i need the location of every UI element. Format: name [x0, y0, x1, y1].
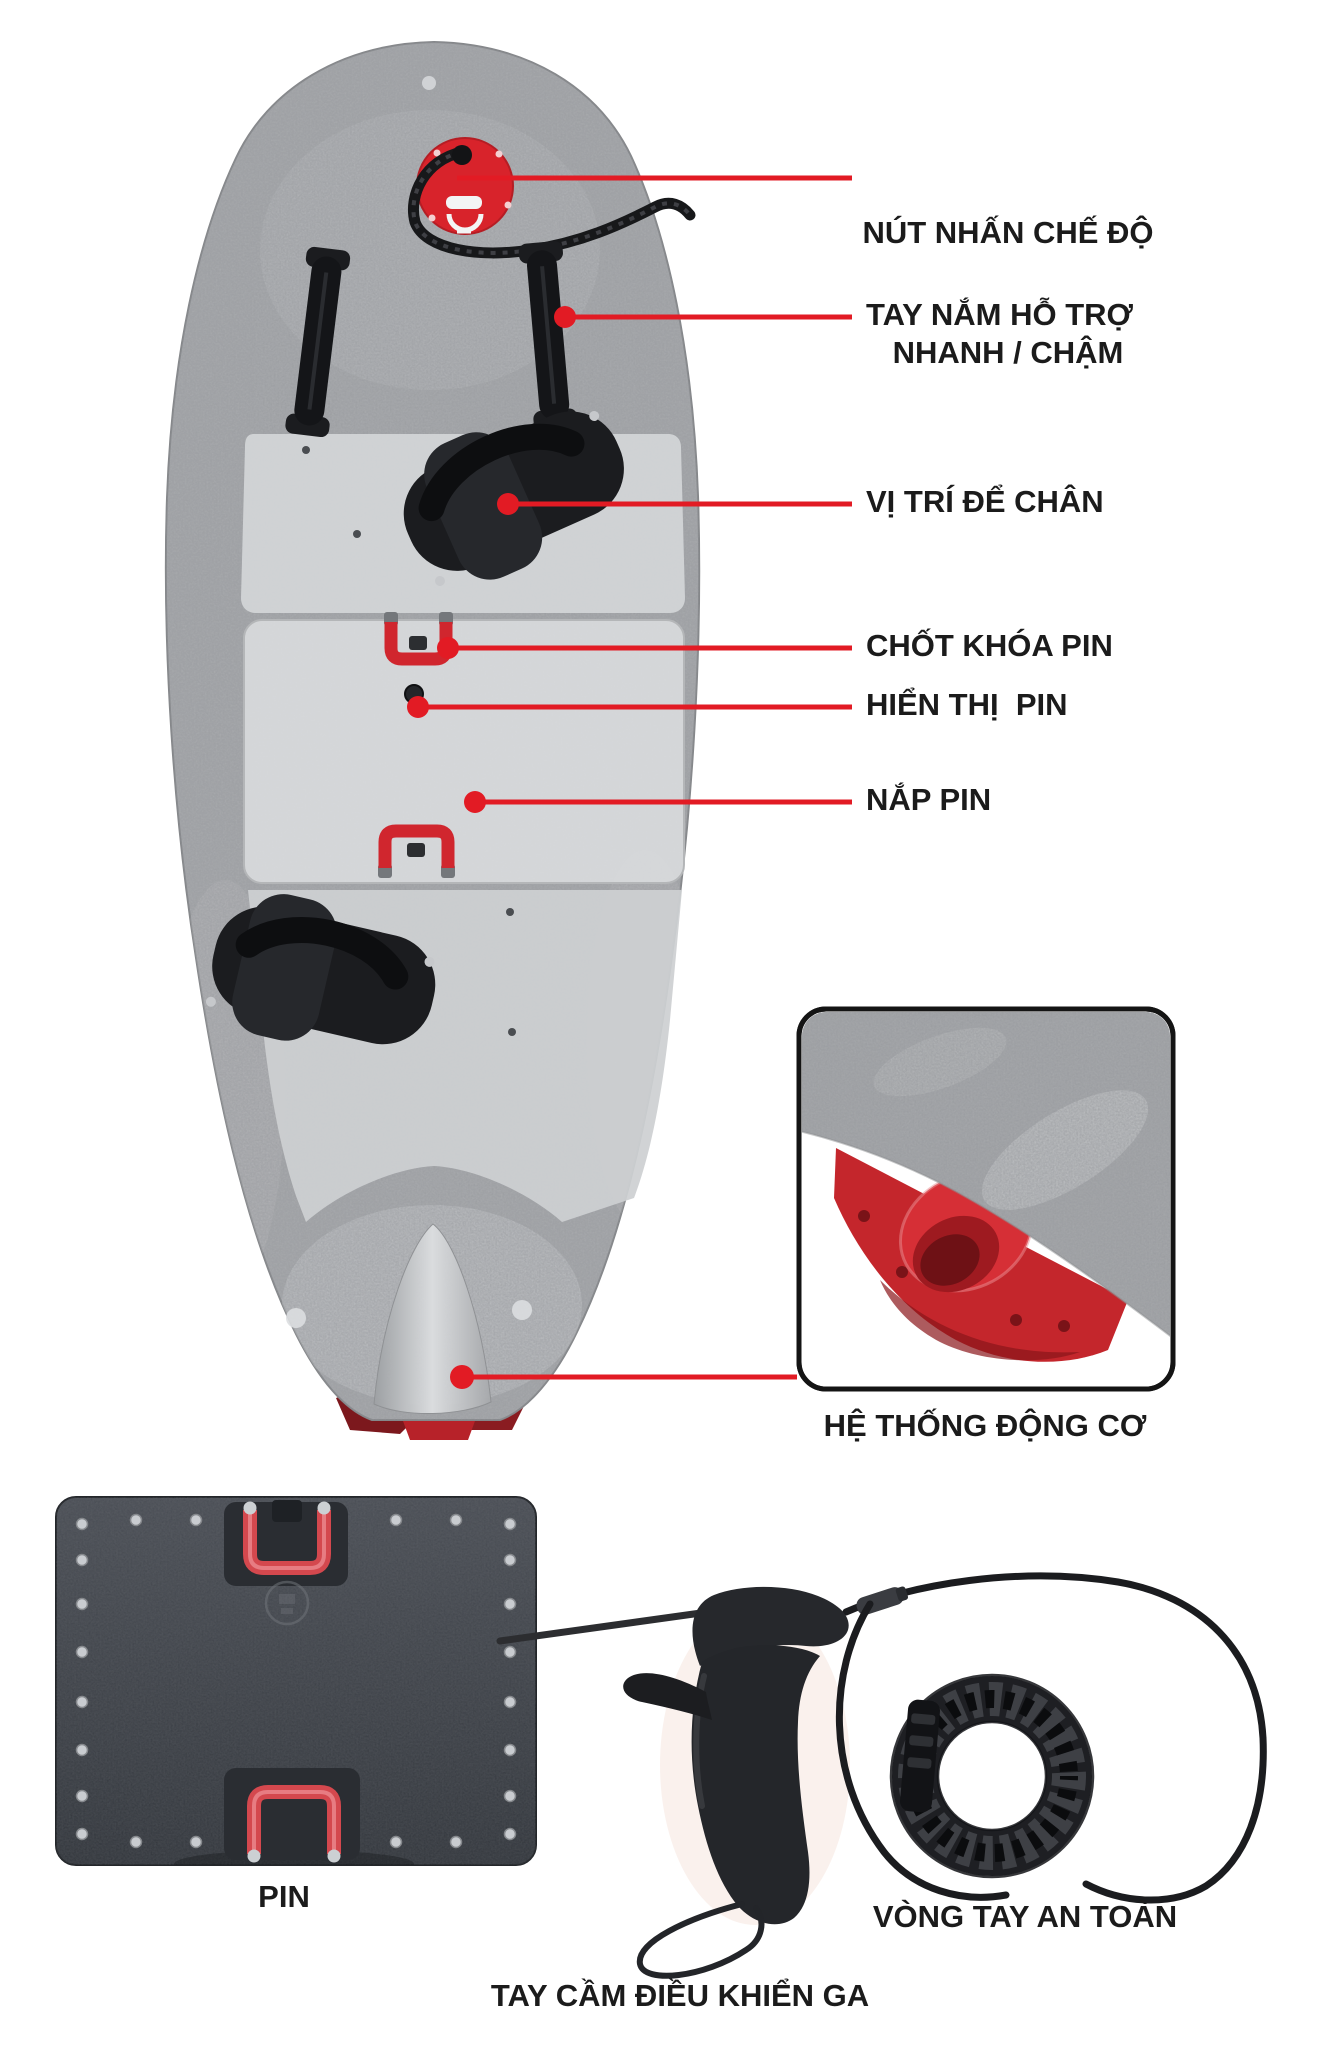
wristband-illustration	[835, 1600, 1095, 1901]
callout-support-handle: TAY NẮM HỖ TRỢ	[866, 297, 1133, 332]
callout-battery-lock: CHỐT KHÓA PIN	[866, 628, 1113, 663]
battery-cover-panel	[243, 619, 685, 884]
support-handle-left	[285, 246, 351, 438]
leader-dots	[407, 306, 576, 1389]
throttle-illustration	[496, 1572, 1267, 1979]
throttle-trigger	[623, 1673, 712, 1720]
board-illustration	[164, 40, 701, 1440]
battery-handle-bottom	[224, 1768, 360, 1863]
caption-safety-wristband: VÒNG TAY AN TOÀN	[872, 1899, 1178, 1934]
leader-dot-motor-system	[450, 1365, 474, 1389]
leader-dot-battery-lock	[437, 637, 459, 659]
leader-dot-battery-display	[407, 696, 429, 718]
caption-throttle-grip: TAY CẦM ĐIỀU KHIỂN GA	[490, 1978, 870, 2013]
callout-battery-cover: NẮP PIN	[866, 782, 992, 817]
wristband-cord	[835, 1600, 1010, 1901]
deck-screws	[286, 76, 532, 1328]
caption-battery: PIN	[258, 1879, 310, 1914]
throttle-grip-body	[691, 1645, 820, 1925]
leader-dot-battery-cover	[464, 791, 486, 813]
throttle-cord	[842, 1572, 1267, 1904]
leader-dot-foot-position	[497, 493, 519, 515]
battery-illustration	[55, 1496, 537, 1866]
callout-mode-button-line1: NÚT NHẤN CHẾ ĐỘ	[862, 215, 1154, 250]
wristband-clasp	[900, 1699, 940, 1813]
front-foot-strap	[403, 410, 624, 586]
callout-motor-system: HỆ THỐNG ĐỘNG CƠ	[823, 1408, 1147, 1443]
callout-foot-position: VỊ TRÍ ĐỂ CHÂN	[866, 484, 1104, 519]
battery-logo	[264, 1580, 310, 1626]
leader-lines	[418, 175, 852, 1380]
battery-lock-handle-bottom	[378, 824, 455, 878]
battery-handle-top	[224, 1500, 348, 1586]
callout-mode-button: NÚT NHẤN CHẾ ĐỘ NHANH / CHẬM	[862, 133, 1154, 413]
motor-inset	[796, 1006, 1176, 1392]
callout-mode-button-line2: NHANH / CHẬM	[892, 335, 1124, 370]
throttle-lanyard-loop	[636, 1901, 765, 1979]
leader-dot-support-handle	[554, 306, 576, 328]
callout-battery-display: HIỂN THỊ PIN	[866, 687, 1068, 722]
throttle-head	[692, 1586, 849, 1666]
battery-screws	[75, 1513, 517, 1849]
rear-foot-strap	[205, 894, 436, 1045]
